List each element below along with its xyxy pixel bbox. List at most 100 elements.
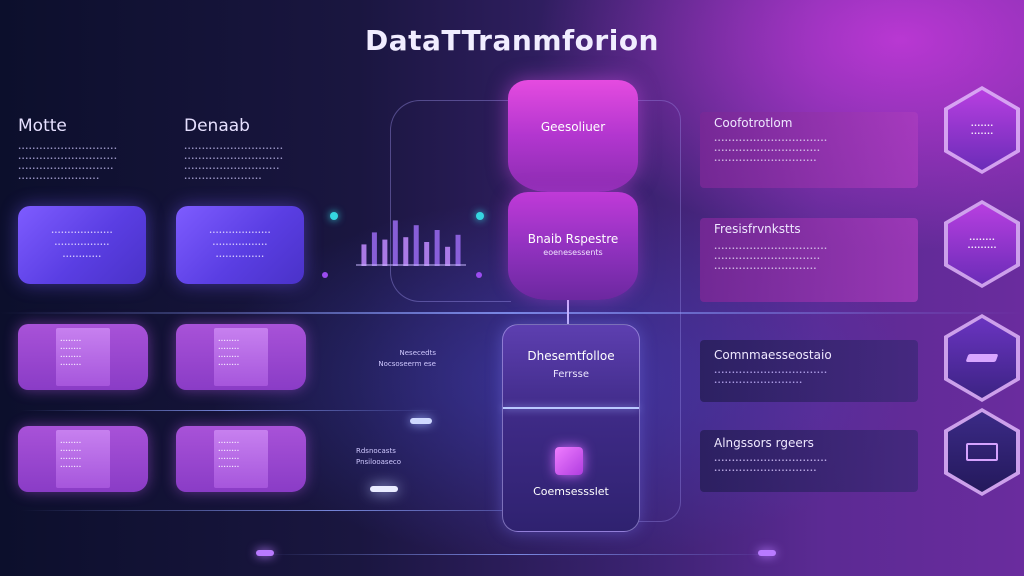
divider-line	[260, 554, 780, 555]
text-line: ••••••••••••••••••••••••••••	[184, 156, 284, 162]
column-text: •••••••••••••••••••••••••••• •••••••••••…	[18, 144, 168, 184]
connector-frame	[390, 100, 511, 302]
text-line: ••••••••••••••••••••••••••••	[18, 146, 118, 152]
tray-icon	[965, 354, 999, 362]
text-line: •••••••••••••••••••••••••	[714, 380, 803, 386]
column-heading: Motte	[18, 116, 67, 136]
cylinder-label: Geesoliuer	[540, 120, 606, 134]
process-block[interactable]: ••••••••••••••••••••••••••••••••	[176, 324, 306, 390]
block-panel: ••••••••••••••••••••••••••••••••	[56, 328, 110, 386]
card-text: •••••••••••••••••	[212, 242, 268, 248]
box-divider	[503, 407, 639, 409]
equalizer-bar	[434, 230, 440, 266]
hexagon-text: •••••••	[970, 131, 994, 137]
text-line: ••••••••••••••••••••••••••••	[184, 146, 284, 152]
left-column-1: Motte •••••••••••••••••••••••••••• •••••…	[18, 116, 168, 184]
process-block[interactable]: ••••••••••••••••••••••••••••••••	[18, 426, 148, 492]
hexagon-text: •••••••••	[967, 245, 997, 251]
text-line: ••••••••••••••••••••••	[184, 176, 262, 182]
purple-dot	[476, 272, 482, 278]
card-text: •••••••••••••••••••••••••••••••• •••••••…	[700, 454, 918, 478]
card-text: •••••••••••••••••••••••••••••••• •••••••…	[700, 134, 918, 168]
card-title: Comnmaesseostaio	[714, 348, 832, 362]
text-line: ••••••••••••••••••••••••••••••••	[714, 246, 828, 252]
equalizer-bar	[382, 239, 388, 266]
column-heading: Denaab	[184, 116, 250, 136]
text-line: ••••••••••••••••••••••••••••••	[714, 148, 821, 154]
text-line: •••••••••••••••••••••••••••	[184, 166, 280, 172]
card-title: Coofotrotlom	[714, 116, 793, 130]
hexagon-text: •••••••	[970, 123, 994, 129]
connector-line	[567, 294, 569, 324]
divider-line	[20, 410, 440, 411]
card-text: •••••••••••••••	[215, 254, 265, 260]
data-card[interactable]: ••••••••••••••••••• ••••••••••••••••• ••…	[176, 206, 304, 284]
teal-dot	[476, 212, 484, 220]
glow-marker	[370, 486, 398, 492]
small-label: Pnsilooaseco	[356, 458, 402, 466]
small-label-group: Nesecedts Nocsoseerm ese	[356, 348, 436, 370]
processing-cylinder[interactable]: Bnaib Rspestre eoenesessents	[508, 192, 638, 300]
card-text: •••••••••••••••••••••••••••••••• •••••••…	[700, 240, 918, 278]
cylinder-title: Bnaib Rspestre	[527, 232, 619, 246]
box-title: Dhesemtfolloe	[527, 349, 615, 363]
small-label: Rdsnocasts	[356, 447, 396, 455]
equalizer-bar	[424, 242, 430, 266]
storage-cylinder[interactable]: Geesoliuer	[508, 80, 638, 192]
small-label: Nocsoseerm ese	[378, 360, 436, 368]
box-subtitle: Ferrsse	[553, 369, 589, 380]
text-line: •••••••••••••••••••••••••••••	[714, 266, 817, 272]
glow-marker	[758, 550, 776, 556]
equalizer-bar	[361, 244, 367, 266]
connector-frame	[630, 100, 681, 522]
text-line: •••••••••••••••••••••••••••••	[714, 468, 817, 474]
text-line: •••••••••••••••••••••••••••••	[714, 158, 817, 164]
equalizer-chart	[356, 220, 466, 266]
divider-line	[0, 312, 1024, 314]
equalizer-bar	[403, 237, 409, 266]
text-line: ••••••••••••••••••••••••••••••	[714, 256, 821, 262]
info-card[interactable]: Fresisfrvnkstts ••••••••••••••••••••••••…	[700, 218, 918, 302]
equalizer-bar	[371, 232, 377, 266]
left-column-2: Denaab •••••••••••••••••••••••••••• ••••…	[184, 116, 334, 184]
equalizer-bar	[455, 234, 461, 266]
equalizer-bar	[392, 220, 398, 266]
page-title: DataTTranmforion	[365, 24, 659, 57]
process-block[interactable]: ••••••••••••••••••••••••••••••••	[176, 426, 306, 492]
divider-line	[20, 510, 640, 511]
box-footer-label: Coemsessslet	[533, 485, 609, 498]
block-panel: ••••••••••••••••••••••••••••••••	[56, 430, 110, 488]
card-text: •••••••••••••••••••	[51, 230, 113, 236]
cube-icon	[555, 447, 583, 475]
column-text: •••••••••••••••••••••••••••• •••••••••••…	[184, 144, 334, 184]
info-card[interactable]: Comnmaesseostaio •••••••••••••••••••••••…	[700, 340, 918, 402]
glow-marker	[410, 418, 432, 424]
info-card[interactable]: Alngssors rgeers •••••••••••••••••••••••…	[700, 430, 918, 492]
card-title: Alngssors rgeers	[714, 436, 814, 450]
stack-icon	[966, 443, 998, 461]
process-block[interactable]: ••••••••••••••••••••••••••••••••	[18, 324, 148, 390]
card-text: •••••••••••••••••••	[209, 230, 271, 236]
info-card[interactable]: Coofotrotlom •••••••••••••••••••••••••••…	[700, 112, 918, 188]
card-title: Fresisfrvnkstts	[714, 222, 801, 236]
text-line: •••••••••••••••••••••••••••	[18, 166, 114, 172]
text-line: ••••••••••••••••••••••••••••••••	[714, 458, 828, 464]
purple-dot	[322, 272, 328, 278]
teal-dot	[330, 212, 338, 220]
text-line: ••••••••••••••••••••••••••••••••	[714, 138, 828, 144]
card-text: ••••••••••••	[62, 254, 102, 260]
card-text: •••••••••••••••••••••••••••••••• •••••••…	[700, 366, 918, 390]
text-line: •••••••••••••••••••••••	[18, 176, 100, 182]
equalizer-bar	[445, 246, 451, 266]
hexagon-text: ••••••••	[969, 237, 995, 243]
block-panel: ••••••••••••••••••••••••••••••••	[214, 328, 268, 386]
card-text: •••••••••••••••••	[54, 242, 110, 248]
cylinder-subtitle: eoenesessents	[543, 248, 603, 257]
block-panel: ••••••••••••••••••••••••••••••••	[214, 430, 268, 488]
small-label: Nesecedts	[399, 349, 437, 357]
text-line: ••••••••••••••••••••••••••••••••	[714, 370, 828, 376]
equalizer-bar	[413, 225, 419, 266]
text-line: ••••••••••••••••••••••••••••	[18, 156, 118, 162]
data-card[interactable]: ••••••••••••••••••• ••••••••••••••••• ••…	[18, 206, 146, 284]
transform-box[interactable]: Dhesemtfolloe Ferrsse Coemsessslet	[502, 324, 640, 532]
